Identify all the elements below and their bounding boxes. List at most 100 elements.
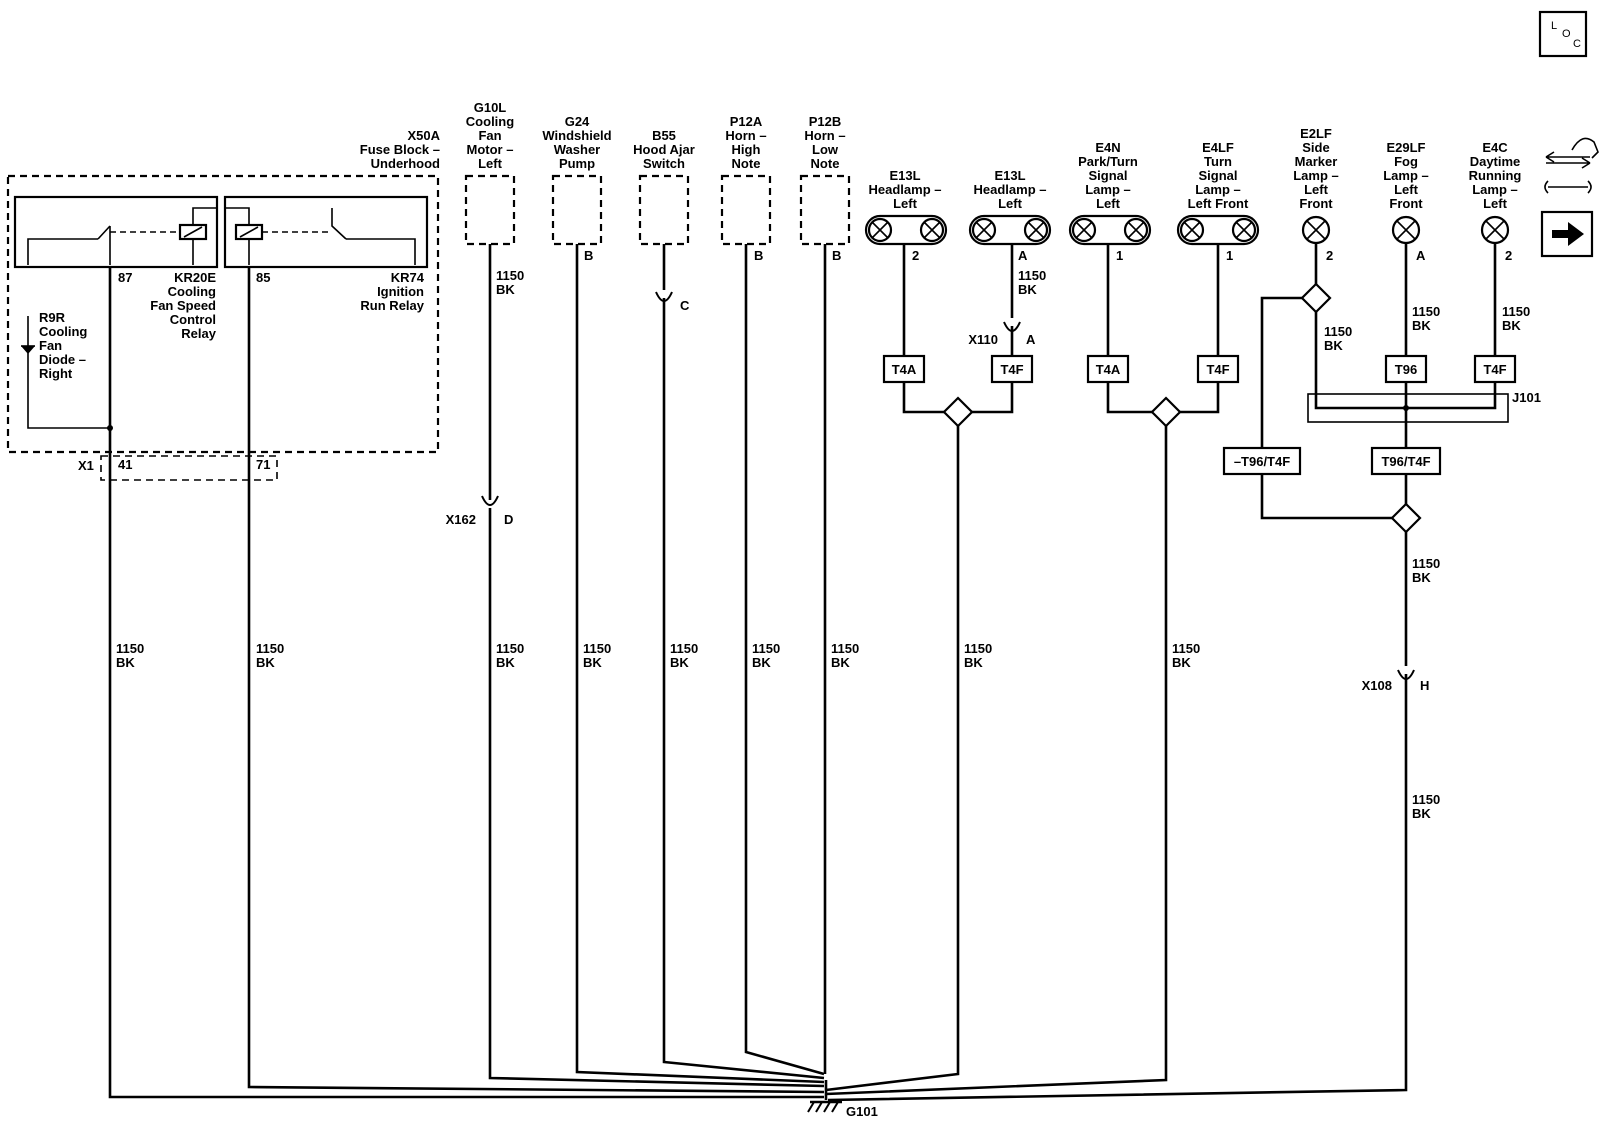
wire-label-color: BK [496,655,515,670]
diagram-label: Windshield [542,128,611,143]
diagram-label: C [1573,38,1581,50]
diagram-label: T4F [1483,362,1506,377]
option-tag-t4f-1: T4F [990,354,1034,384]
diagram-label: R9R [39,310,66,325]
option-tag-not-t96-t4f: –T96/T4F [1222,446,1302,476]
ground-g101: G101 [807,1080,878,1119]
diagram-label: Fan Speed [150,298,216,313]
diagram-label: Low [812,142,839,157]
diagram-label: Signal [1088,168,1127,183]
wire-label-color: BK [1502,318,1521,333]
diagram-label: High [732,142,761,157]
wire-label-circuit: 1150 [1412,792,1440,807]
diagram-label: G101 [846,1104,878,1119]
diagram-label: Note [732,156,761,171]
diagram-label: 71 [256,457,270,472]
wire-label-color: BK [670,655,689,670]
wire-label-color: BK [831,655,850,670]
diagram-label: Cooling [39,324,87,339]
diagram-label: Horn – [804,128,845,143]
option-tag-t96: T96 [1384,354,1428,384]
diagram-label: Fan [39,338,62,353]
diagram-label: B55 [652,128,676,143]
wire-label-circuit: 1150 [116,641,144,656]
wire-label-circuit: 1150 [583,641,611,656]
inline-connector-x110: X110 A [968,321,1036,347]
fuse-block-name-1: Fuse Block – [360,142,440,157]
diagram-label: E13L [889,168,920,183]
fuse-block-ref: X50A [407,128,440,143]
diagram-label: E4N [1095,140,1120,155]
diagram-label: 1 [1116,248,1123,263]
diagram-label: B [754,248,763,263]
diagram-label: Lamp – [1195,182,1241,197]
lamp-e29lf: E29LF Fog Lamp – Left Front A [1383,140,1429,263]
option-tag-t4f-3: T4F [1473,354,1517,384]
diagram-label: Running [1469,168,1522,183]
diagram-label: Turn [1204,154,1232,169]
diagram-label: T4A [1096,362,1121,377]
diagram-label: E4C [1482,140,1508,155]
diagram-label: Run Relay [360,298,424,313]
diagram-label: Left [998,196,1023,211]
diagram-label: Cooling [466,114,514,129]
diagram-label: Ignition [377,284,424,299]
wrench-icon[interactable] [1544,180,1592,194]
diagram-label: T4F [1000,362,1023,377]
diagram-label: Front [1389,196,1423,211]
component-g24: G24 Windshield Washer Pump B [542,114,611,263]
wire-label-color: BK [1412,570,1431,585]
diagram-label: Left [1096,196,1121,211]
diagram-label: Hood Ajar [633,142,695,157]
wire-label-color: BK [1172,655,1191,670]
component-g10l: G10L Cooling Fan Motor – Left [464,100,516,246]
diagram-label: 2 [1505,248,1512,263]
diagram-label: O [1562,28,1571,40]
wire-label-color: BK [116,655,135,670]
diagram-label: 2 [912,248,919,263]
diagram-label: Headlamp – [974,182,1047,197]
diagram-label: A [1416,248,1426,263]
diagram-label: Relay [181,326,216,341]
diagram-label: B [832,248,841,263]
splice-turn [1150,396,1182,428]
wire-label-circuit: 1150 [1324,324,1352,339]
diode-r9r: R9R Cooling Fan Diode – Right [21,310,113,431]
diagram-label: T4A [892,362,917,377]
diagram-label: Lamp – [1085,182,1131,197]
option-tag-t4f-2: T4F [1196,354,1240,384]
diagram-label: KR20E [174,270,216,285]
diagram-label: Park/Turn [1078,154,1138,169]
navigation-arrows-icon[interactable] [1545,137,1599,169]
wire-label-circuit: 1150 [496,641,524,656]
diagram-label: E4LF [1202,140,1234,155]
diagram-label: Horn – [725,128,766,143]
diagram-label: Note [811,156,840,171]
option-tag-t4a-2: T4A [1086,354,1130,384]
wire-label-circuit: 1150 [964,641,992,656]
component-b55: B55 Hood Ajar Switch [633,128,695,246]
diagram-label: J101 [1512,390,1541,405]
fuse-block-name-2: Underhood [371,156,440,171]
diagram-label: Side [1302,140,1329,155]
loc-icon[interactable]: L O C [1538,10,1588,58]
wire-label-color: BK [1412,318,1431,333]
wire-label-color: BK [964,655,983,670]
diagram-label: T96/T4F [1381,454,1430,469]
option-tag-t4a-1: T4A [882,354,926,384]
diagram-label: Cooling [168,284,216,299]
diagram-label: 85 [256,270,270,285]
diagram-label: Signal [1198,168,1237,183]
wire-label-circuit: 1150 [831,641,859,656]
wire-label-circuit: 1150 [752,641,780,656]
inline-connector-x108: X108 H [1362,669,1429,693]
component-p12b: P12B Horn – Low Note B [799,114,851,263]
wire-label-color: BK [1412,806,1431,821]
wire-label-color: BK [1018,282,1037,297]
next-arrow-icon[interactable] [1540,210,1594,258]
lamp-e13l-1: E13L Headlamp – Left 2 [864,168,948,263]
inline-connector-b55: C [655,291,690,313]
wire-label-color: BK [583,655,602,670]
diagram-label: P12B [809,114,842,129]
